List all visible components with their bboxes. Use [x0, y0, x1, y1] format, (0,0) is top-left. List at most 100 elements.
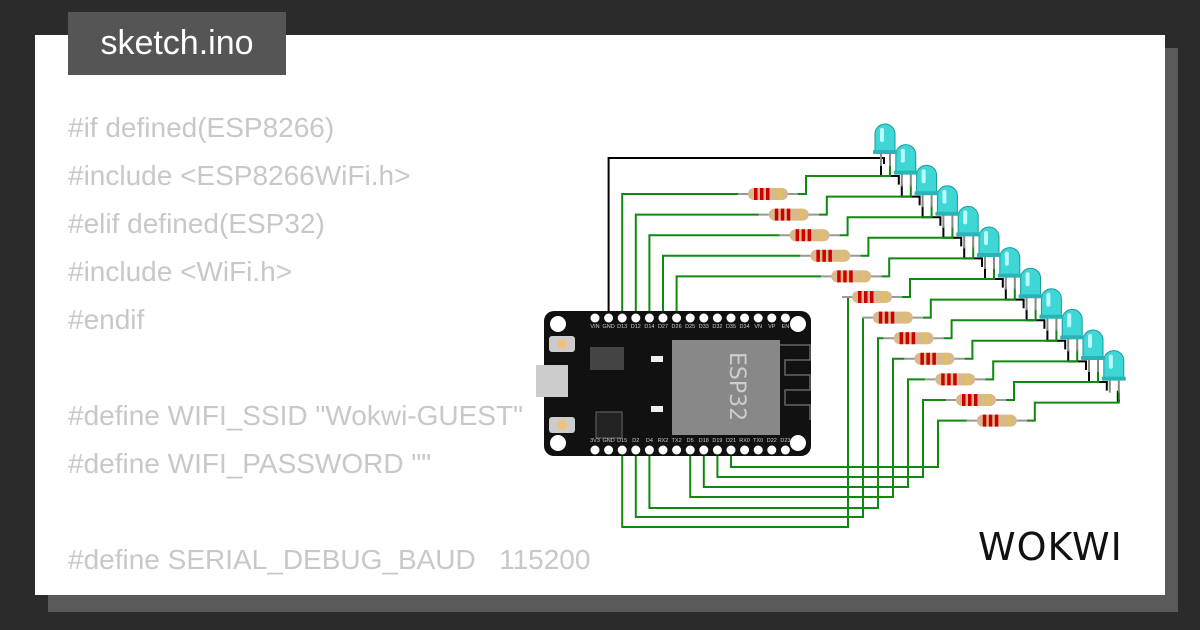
- signal-wire: [730, 419, 967, 468]
- mount-hole: [550, 435, 566, 451]
- pin-label: D23: [780, 438, 790, 444]
- led: [997, 247, 1022, 290]
- resistor-band: [878, 311, 883, 324]
- signal-wire: [839, 205, 933, 237]
- mount-hole: [790, 316, 806, 332]
- pin: [726, 313, 736, 323]
- signal-wire: [818, 184, 912, 216]
- pin-label: D4: [646, 438, 653, 444]
- button-cap: [557, 339, 567, 349]
- button-cap: [557, 420, 567, 430]
- pin-label: D25: [685, 324, 695, 330]
- resistor-band: [778, 188, 782, 200]
- resistor-band: [801, 229, 806, 242]
- resistor: [883, 332, 944, 345]
- pin-label: TX2: [672, 438, 682, 444]
- resistor-band: [870, 291, 874, 303]
- pin-label: D32: [712, 324, 722, 330]
- led: [1081, 329, 1105, 372]
- pin-label: D5: [687, 438, 694, 444]
- led-body: [895, 144, 917, 174]
- signal-wire: [943, 308, 1037, 340]
- regulator: [590, 347, 624, 370]
- pin: [740, 445, 750, 455]
- pin-label: TX0: [753, 438, 763, 444]
- pin: [685, 445, 695, 455]
- resistor-band: [864, 291, 868, 303]
- pin-label: D18: [699, 438, 709, 444]
- led-body: [1061, 308, 1083, 338]
- resistor-band: [798, 208, 803, 221]
- pin: [699, 313, 709, 323]
- pin-label: D14: [644, 324, 654, 330]
- led: [1039, 288, 1064, 331]
- pin-label: D22: [767, 438, 777, 444]
- signal-wire: [1006, 370, 1099, 401]
- resistor-band: [774, 208, 779, 221]
- led-highlight: [963, 210, 968, 225]
- signal-wire: [716, 399, 946, 478]
- led-highlight: [921, 169, 926, 184]
- signal-wire: [634, 213, 759, 318]
- resistor-band: [828, 249, 832, 262]
- led: [873, 123, 897, 166]
- led-rim: [1101, 376, 1126, 381]
- code-line: #elif defined(ESP32): [68, 208, 325, 239]
- signal-wire: [1026, 390, 1120, 422]
- resistor-band: [858, 291, 862, 303]
- led-body: [916, 164, 938, 194]
- resistor-band: [994, 414, 999, 427]
- resistor-band: [941, 373, 945, 386]
- resistor: [966, 414, 1027, 427]
- code-line: #include <WiFi.h>: [68, 256, 293, 287]
- signal-wire: [881, 246, 975, 278]
- resistor-band: [905, 332, 910, 345]
- signal-wire: [675, 275, 822, 318]
- smd: [651, 356, 663, 362]
- usb-chip: [595, 411, 623, 439]
- resistor-band: [795, 229, 800, 242]
- resistor-band: [754, 188, 758, 200]
- mount-hole: [790, 435, 806, 451]
- led-body: [957, 205, 979, 235]
- resistor-band: [840, 249, 844, 262]
- signal-wire: [985, 349, 1079, 381]
- esp32-module: [672, 340, 780, 435]
- resistor: [925, 373, 986, 386]
- led-body: [936, 185, 958, 215]
- pin: [712, 313, 722, 323]
- signal-wire: [689, 357, 905, 498]
- pin: [644, 313, 654, 323]
- led: [914, 164, 939, 208]
- resistor-band: [837, 270, 841, 283]
- code-line: #define SERIAL_DEBUG_BAUD 115200: [68, 544, 591, 575]
- pin: [712, 445, 722, 455]
- led-body: [1103, 350, 1125, 380]
- resistor: [779, 229, 840, 242]
- led-body: [1020, 267, 1042, 297]
- resistor-band: [902, 311, 907, 324]
- resistor-band: [982, 414, 987, 427]
- code-line: #define WIFI_SSID "Wokwi-GUEST": [68, 400, 524, 431]
- signal-wire: [902, 267, 995, 298]
- signal-wire: [702, 378, 926, 488]
- pin-label: D13: [617, 324, 627, 330]
- led-highlight: [880, 128, 884, 142]
- led: [1060, 308, 1085, 352]
- resistor-band: [780, 208, 785, 221]
- resistor-band: [920, 352, 924, 365]
- pin-label: GND: [602, 438, 614, 444]
- pin: [617, 445, 627, 455]
- resistor-band: [962, 394, 966, 406]
- resistor: [862, 311, 923, 324]
- pin: [726, 445, 736, 455]
- code-line: #define WIFI_PASSWORD "": [68, 448, 432, 479]
- pin: [740, 313, 750, 323]
- pin-label: D19: [712, 438, 722, 444]
- signal-wire: [798, 164, 891, 195]
- pin: [631, 445, 641, 455]
- resistor-band: [849, 270, 853, 283]
- led-rim: [1039, 314, 1064, 319]
